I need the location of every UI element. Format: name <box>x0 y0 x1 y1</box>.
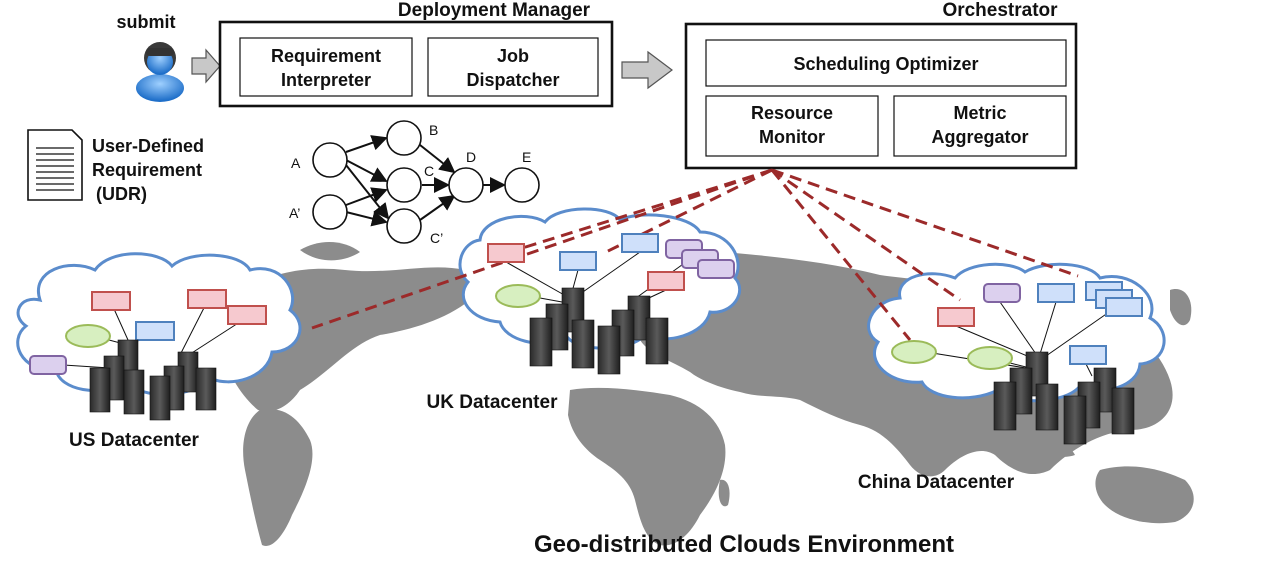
uk-vm-red <box>647 271 685 291</box>
dag-label-d: D <box>466 149 476 165</box>
china-vm-blue <box>1105 297 1143 317</box>
scheduling-optimizer-box <box>705 39 1067 87</box>
resource-monitor-line2: Monitor <box>759 127 825 147</box>
china-vm-blue <box>1037 283 1075 303</box>
requirement-interpreter-box <box>239 37 413 97</box>
udr-document-icon <box>27 129 83 201</box>
dag-node-c-prime <box>386 208 422 244</box>
job-dispatcher-line2: Dispatcher <box>466 70 559 90</box>
job-dag: A A’ B C C’ D E <box>289 120 540 246</box>
uk-vm-red <box>487 243 525 263</box>
us-vm-green <box>65 324 111 348</box>
resource-monitor-line1: Resource <box>751 103 833 123</box>
submit-label: submit <box>116 12 175 32</box>
metric-aggregator-line1: Metric <box>953 103 1006 123</box>
china-vm-purple <box>983 283 1021 303</box>
china-server-racks <box>993 351 1135 445</box>
dag-node-d <box>448 167 484 203</box>
dag-node-a-prime <box>312 194 348 230</box>
china-datacenter-label: China Datacenter <box>858 472 1015 493</box>
us-server-racks <box>89 339 217 421</box>
requirement-interpreter-line2: Interpreter <box>281 70 371 90</box>
china-cluster <box>891 281 1143 445</box>
deployment-manager-title: Deployment Manager <box>398 0 591 21</box>
china-vm-blue <box>1069 345 1107 365</box>
requirement-interpreter-line1: Requirement <box>271 46 381 66</box>
udr-line2: Requirement <box>92 160 202 180</box>
dag-label-c-prime: C’ <box>430 230 443 246</box>
uk-datacenter-label: UK Datacenter <box>427 392 559 413</box>
us-vm-red <box>227 305 267 325</box>
dag-node-c <box>386 167 422 203</box>
dag-label-b: B <box>429 122 438 138</box>
dag-node-a <box>312 142 348 178</box>
dag-node-b <box>386 120 422 156</box>
uk-vm-green <box>495 284 541 308</box>
udr-line3: (UDR) <box>96 184 147 204</box>
dag-label-c: C <box>424 163 434 179</box>
job-dispatcher-box <box>427 37 599 97</box>
metric-aggregator-line2: Aggregator <box>931 127 1028 147</box>
us-vm-blue <box>135 321 175 341</box>
udr-line1: User-Defined <box>92 136 204 156</box>
uk-vm-purple <box>697 259 735 279</box>
dag-label-a-prime: A’ <box>289 205 300 221</box>
metric-aggregator-box <box>893 95 1067 157</box>
user-icon <box>136 42 184 102</box>
uk-server-racks <box>529 287 669 375</box>
us-vm-red <box>187 289 227 309</box>
dag-node-e <box>504 167 540 203</box>
china-vm-green <box>967 346 1013 370</box>
orchestrator-title: Orchestrator <box>942 0 1058 21</box>
us-cluster <box>29 289 267 421</box>
scheduling-optimizer-label: Scheduling Optimizer <box>793 54 978 74</box>
uk-vm-blue <box>559 251 597 271</box>
us-vm-purple <box>29 355 67 375</box>
environment-title: Geo-distributed Clouds Environment <box>534 531 954 558</box>
us-vm-red <box>91 291 131 311</box>
resource-monitor-box <box>705 95 879 157</box>
job-dispatcher-line1: Job <box>497 46 529 66</box>
china-vm-green <box>891 340 937 364</box>
uk-vm-blue <box>621 233 659 253</box>
dag-label-e: E <box>522 149 531 165</box>
uk-cluster <box>487 233 735 375</box>
china-vm-red <box>937 307 975 327</box>
dag-label-a: A <box>291 155 301 171</box>
us-datacenter-label: US Datacenter <box>69 430 199 451</box>
